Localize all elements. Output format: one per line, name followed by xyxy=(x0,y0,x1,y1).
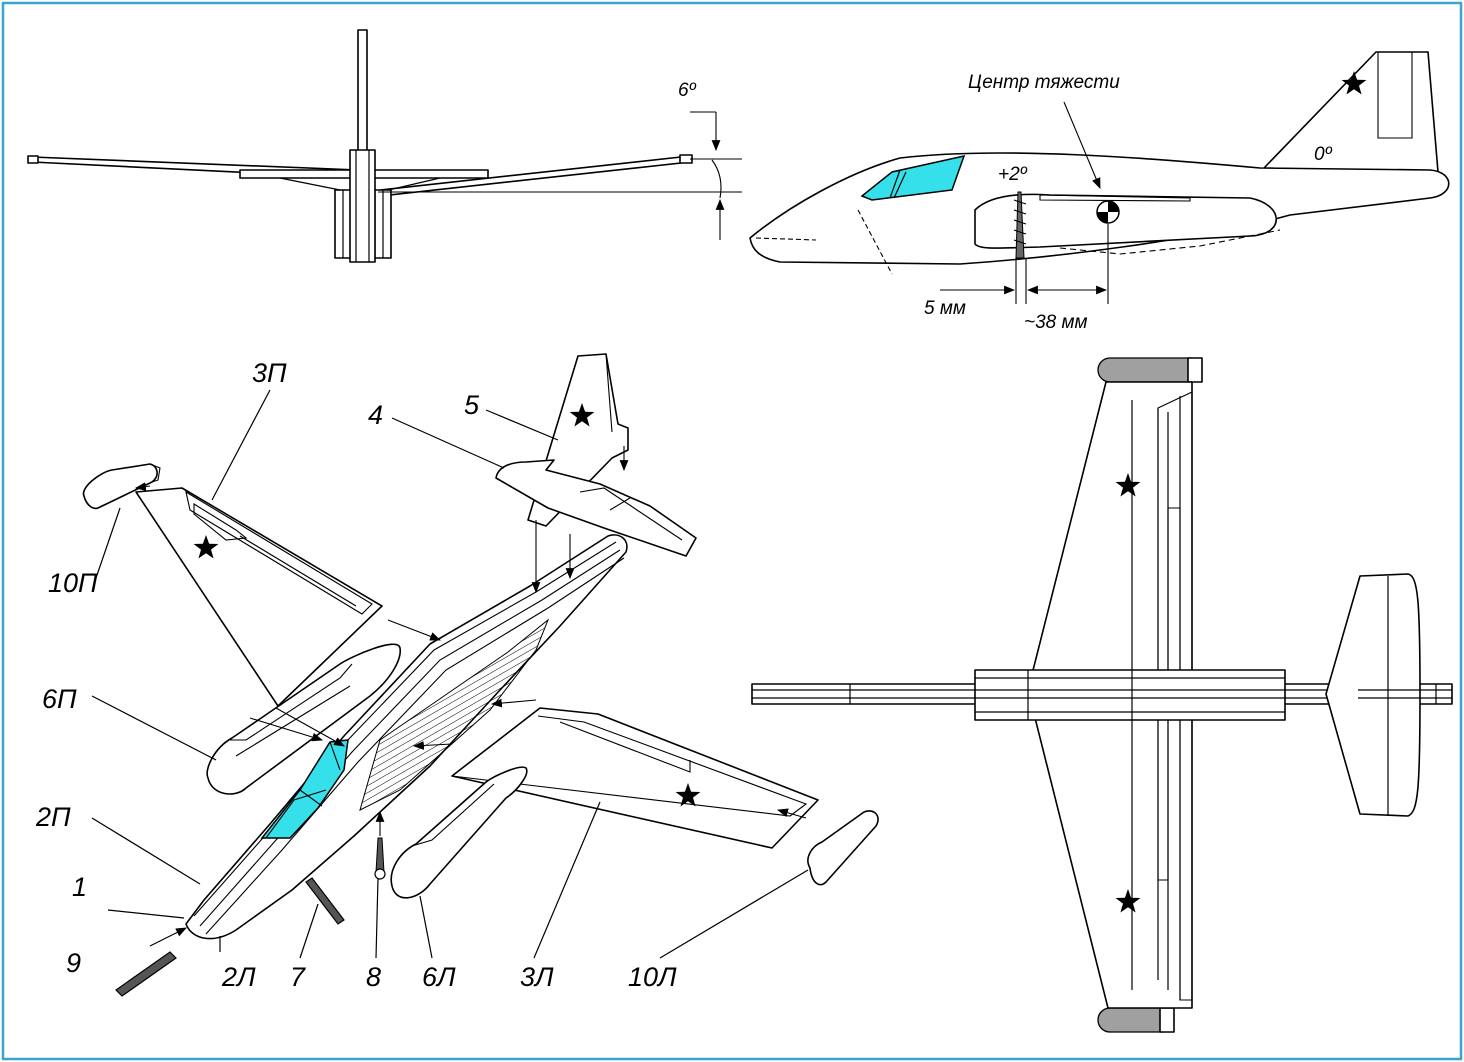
front-view: 6º xyxy=(27,29,742,263)
part-label-3p: 3П xyxy=(252,358,287,388)
part-label-10l: 10Л xyxy=(628,962,677,992)
part-label-7: 7 xyxy=(290,962,306,992)
front-angle-label: 6º xyxy=(678,80,697,101)
part-label-6p: 6П xyxy=(42,684,77,714)
top-view xyxy=(751,357,1453,1033)
part-label-5: 5 xyxy=(464,390,480,420)
part-label-4: 4 xyxy=(368,400,383,430)
dim-cg-label: ~38 мм xyxy=(1024,312,1088,333)
part-label-3l: 3Л xyxy=(520,962,554,992)
wing-angle-label: +2º xyxy=(998,164,1028,185)
fin-angle-label: 0º xyxy=(1314,144,1333,165)
part-label-9: 9 xyxy=(66,948,81,978)
side-view: 0º +2º Центр тяжести xyxy=(749,51,1450,333)
part-label-2p: 2П xyxy=(35,802,71,832)
part-label-8: 8 xyxy=(366,962,381,992)
part-label-1: 1 xyxy=(72,872,87,902)
part-label-2l: 2Л xyxy=(221,962,256,992)
part-label-6l: 6Л xyxy=(422,962,456,992)
part-label-10p: 10П xyxy=(48,568,98,598)
exploded-view: 3П 4 5 10П 6П 2П 1 9 2Л 7 8 6Л 3Л 10Л xyxy=(35,353,879,997)
dim-screw-label: 5 мм xyxy=(924,298,966,319)
cg-marker-icon xyxy=(1096,200,1120,224)
cg-label: Центр тяжести xyxy=(968,72,1120,93)
